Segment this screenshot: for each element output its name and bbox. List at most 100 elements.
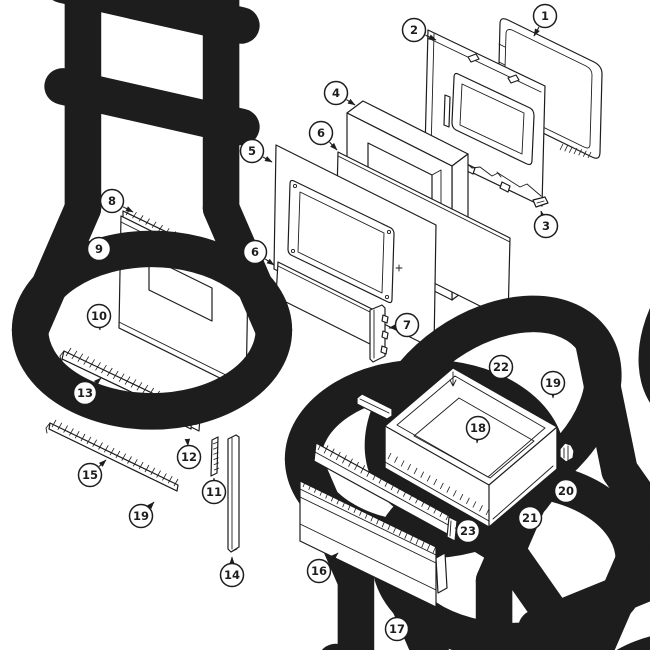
callout-circle xyxy=(72,380,98,406)
callout-19: 19 xyxy=(128,501,155,529)
callout-circle xyxy=(86,303,112,329)
callout-number: 3 xyxy=(542,219,550,233)
callout-leader-arrow xyxy=(486,370,495,378)
callout-circle xyxy=(401,17,427,43)
callout-4: 4 xyxy=(323,80,356,106)
callout-circle xyxy=(201,479,227,505)
callout-17: 17 xyxy=(384,616,412,642)
callout-number: 2 xyxy=(410,23,418,37)
callout-number: 6 xyxy=(317,126,325,140)
callout-number: 15 xyxy=(82,468,98,482)
callout-leader-arrow xyxy=(388,324,397,330)
callout-leader-arrow xyxy=(122,206,134,213)
callout-leader-arrow xyxy=(110,252,120,259)
callout-leader-arrow xyxy=(93,377,102,385)
callout-15: 15 xyxy=(77,459,107,488)
callout-6: 6 xyxy=(242,239,275,266)
callout-circle xyxy=(176,444,202,470)
part-11-trim-strip xyxy=(210,436,220,477)
callout-circle xyxy=(242,239,268,265)
part-15-lower-trim xyxy=(45,419,179,492)
panel-tab xyxy=(499,181,511,193)
callout-circle xyxy=(540,370,566,396)
callout-12: 12 xyxy=(176,438,202,470)
part-14-side-trim xyxy=(227,434,240,553)
callout-3: 3 xyxy=(533,210,559,239)
callout-circle xyxy=(488,354,514,380)
callout-circle xyxy=(99,188,125,214)
callout-circle xyxy=(553,478,579,504)
callout-14: 14 xyxy=(219,556,245,588)
callout-circle xyxy=(308,120,334,146)
callout-number: 20 xyxy=(558,484,574,498)
callout-16: 16 xyxy=(306,552,339,584)
callout-leader-arrow xyxy=(403,616,412,624)
panel-tab xyxy=(467,53,480,63)
callout-circle xyxy=(306,558,332,584)
panel-tab xyxy=(507,74,520,84)
callout-number: 9 xyxy=(95,242,103,256)
callout-7: 7 xyxy=(388,312,420,338)
callout-23: 23 xyxy=(454,518,481,544)
callout-10: 10 xyxy=(86,303,112,331)
callout-number: 4 xyxy=(332,86,340,100)
callout-number: 22 xyxy=(493,360,509,374)
callout-number: 17 xyxy=(389,622,405,636)
callout-number: 10 xyxy=(91,309,107,323)
callout-leader-arrow xyxy=(265,258,275,266)
part-23-drawer-trim xyxy=(313,441,458,542)
part-20-drawer-glide xyxy=(559,442,575,463)
callout-2: 2 xyxy=(401,17,437,43)
callout-leader-arrow xyxy=(522,502,529,511)
callout-circle xyxy=(533,213,559,239)
callout-circle xyxy=(77,462,103,488)
callout-circle xyxy=(465,415,491,441)
callout-leader-arrow xyxy=(262,156,273,163)
callout-circle xyxy=(323,80,349,106)
part-16-drawer-front xyxy=(299,479,448,608)
callout-number: 16 xyxy=(311,564,327,578)
callout-20: 20 xyxy=(553,466,579,504)
callout-leader-arrow xyxy=(327,552,339,563)
callout-circle xyxy=(517,505,543,531)
callout-19: 19 xyxy=(540,370,566,399)
panel-slot xyxy=(443,94,451,128)
callout-number: 14 xyxy=(224,568,240,582)
callout-number: 13 xyxy=(77,386,93,400)
callout-leader-arrow xyxy=(346,98,356,106)
callout-number: 21 xyxy=(522,511,538,525)
callout-leader-arrow xyxy=(533,26,540,37)
callout-number: 19 xyxy=(545,376,561,390)
callout-5: 5 xyxy=(239,138,273,164)
callout-number: 11 xyxy=(206,485,222,499)
callout-number: 7 xyxy=(403,318,411,332)
callout-13: 13 xyxy=(72,377,102,406)
callout-leader-arrow xyxy=(425,34,437,41)
callout-18: 18 xyxy=(465,415,491,444)
callout-1: 1 xyxy=(532,3,558,37)
callout-8: 8 xyxy=(99,188,134,214)
callout-number: 23 xyxy=(460,524,476,538)
callout-number: 5 xyxy=(248,144,256,158)
callout-11: 11 xyxy=(201,477,227,505)
callout-circle xyxy=(128,503,154,529)
part-3-clip xyxy=(532,196,549,208)
callout-circle xyxy=(532,3,558,29)
callout-circle xyxy=(239,138,265,164)
callout-21: 21 xyxy=(517,502,543,531)
callout-9: 9 xyxy=(86,236,120,262)
callout-number: 12 xyxy=(181,450,197,464)
callout-circle xyxy=(384,616,410,642)
callout-circle xyxy=(394,312,420,338)
callout-circle xyxy=(86,236,112,262)
callout-leader-arrow xyxy=(540,210,546,219)
callout-number: 1 xyxy=(541,9,549,23)
callout-leader-arrow xyxy=(147,501,155,510)
part-7-bracket xyxy=(369,304,389,363)
callout-circle xyxy=(455,518,481,544)
callout-number: 6 xyxy=(251,245,259,259)
callout-leader-arrow xyxy=(98,459,107,467)
